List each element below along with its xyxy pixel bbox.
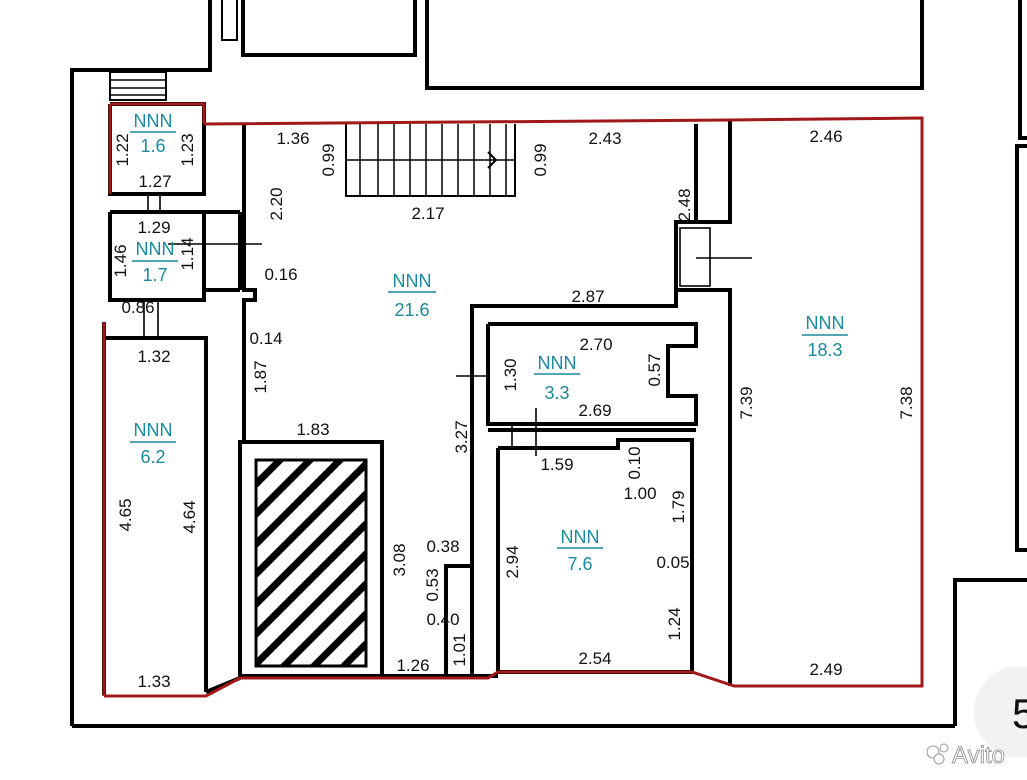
room-name: NNN	[561, 527, 600, 547]
dimension-label: 1.79	[669, 490, 688, 523]
room-name: NNN	[136, 239, 175, 259]
interior-walls	[102, 102, 732, 695]
room-label-5: NNN 3.3	[534, 353, 580, 403]
room-label-2: NNN 1.7	[132, 239, 178, 285]
dimension-label: 1.22	[113, 133, 132, 166]
dimension-label: 0.53	[423, 568, 442, 601]
edge-label: 5	[1012, 690, 1027, 737]
entrance-steps	[109, 71, 167, 101]
staircase	[346, 124, 515, 196]
building-walls	[70, 0, 1027, 728]
watermark-text: Avito	[952, 742, 1005, 769]
dimension-label: 3.08	[390, 543, 409, 576]
dimension-label: 2.69	[578, 401, 611, 420]
unit-outline	[102, 102, 924, 698]
room-label-1: NNN 1.6	[130, 111, 176, 156]
avito-watermark: Avito	[926, 742, 1005, 769]
room-name: NNN	[806, 313, 845, 333]
dimension-label: 2.20	[267, 187, 286, 220]
dimension-labels: 1.27 1.29 0.86 1.32 1.33 1.36 2.43 2.17 …	[121, 127, 842, 691]
dimension-label: 0.38	[426, 537, 459, 556]
dimension-label: 1.87	[251, 360, 270, 393]
room-label-3: NNN 6.2	[130, 420, 176, 467]
dimension-label: 0.57	[645, 353, 664, 386]
dimension-label: 1.59	[540, 455, 573, 474]
dimension-label: 2.70	[579, 335, 612, 354]
dimension-label: 0.99	[531, 143, 550, 176]
dimension-label: 1.01	[450, 633, 469, 666]
dimension-label: 0.99	[319, 143, 338, 176]
room-name: NNN	[134, 420, 173, 440]
dimension-label: 1.29	[137, 218, 170, 237]
dimension-label: 1.27	[138, 172, 171, 191]
dimension-label: 2.54	[578, 649, 611, 668]
dimension-label: 1.36	[276, 129, 309, 148]
dimension-label: 0.86	[121, 298, 154, 317]
dimension-label: 0.16	[264, 265, 297, 284]
dimension-label: 0.05	[656, 553, 689, 572]
dimension-label: 2.94	[503, 545, 522, 578]
dimension-label: 2.46	[809, 127, 842, 146]
dimension-label: 2.17	[411, 204, 444, 223]
room-name: NNN	[134, 111, 173, 131]
room-area: 1.7	[142, 265, 167, 285]
dimension-label: 1.23	[178, 133, 197, 166]
dimension-label: 3.27	[452, 420, 471, 453]
dimension-label: 7.38	[897, 386, 916, 419]
dimension-label: 4.65	[116, 498, 135, 531]
room-label-6: NNN 7.6	[557, 527, 603, 574]
room-area: 1.6	[140, 136, 165, 156]
dimension-label: 1.24	[665, 607, 684, 640]
room-name: NNN	[538, 353, 577, 373]
dimension-label: 1.46	[111, 244, 130, 277]
room-area: 6.2	[140, 447, 165, 467]
dimension-labels-vertical: 1.22 1.23 1.46 1.14 4.65 4.64 0.99 0.99 …	[111, 133, 916, 666]
dimension-label: 1.30	[501, 358, 520, 391]
dimension-label: 1.14	[178, 237, 197, 270]
room-area: 7.6	[567, 554, 592, 574]
room-label-4: NNN 21.6	[388, 271, 436, 320]
room-area: 18.3	[807, 340, 842, 360]
dimension-label: 2.43	[588, 129, 621, 148]
dimension-label: 2.49	[809, 660, 842, 679]
room-area: 21.6	[394, 300, 429, 320]
edge-badge: 5	[974, 666, 1027, 758]
dimension-label: 1.00	[623, 484, 656, 503]
dimension-label: 1.33	[137, 672, 170, 691]
dimension-label: 1.26	[396, 656, 429, 675]
dimension-label: 1.83	[296, 420, 329, 439]
dimension-label: 7.39	[737, 386, 756, 419]
room-label-7: NNN 18.3	[802, 313, 848, 360]
dimension-label: 2.48	[675, 188, 694, 221]
dimension-label: 4.64	[180, 500, 199, 533]
dimension-label: 0.40	[426, 610, 459, 629]
dimension-label: 2.87	[571, 287, 604, 306]
dimension-label: 1.32	[137, 347, 170, 366]
dimension-label: 0.14	[249, 329, 282, 348]
hatched-shaft	[254, 458, 368, 668]
room-area: 3.3	[544, 383, 569, 403]
room-name: NNN	[393, 271, 432, 291]
door-marks	[143, 194, 752, 456]
dimension-label: 0.10	[625, 446, 644, 479]
